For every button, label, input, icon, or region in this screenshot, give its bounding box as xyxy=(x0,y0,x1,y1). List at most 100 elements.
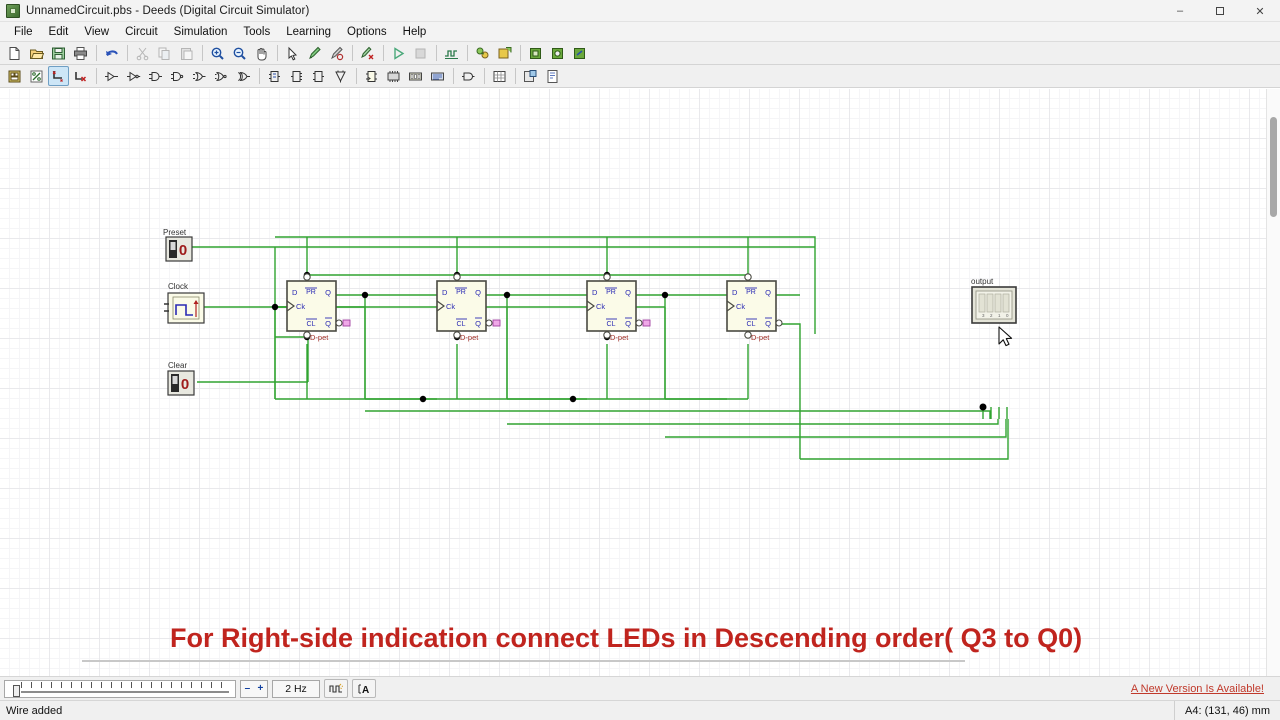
percent-tool-icon[interactable] xyxy=(26,66,47,86)
components-icon[interactable] xyxy=(472,43,493,63)
close-button[interactable]: ✕ xyxy=(1255,5,1265,18)
mux-icon[interactable] xyxy=(264,66,285,86)
flipflop-ff1[interactable]: D PR Q Ck CL Q D-pet xyxy=(286,273,351,342)
menu-learning[interactable]: Learning xyxy=(286,25,331,38)
probe-pen-icon[interactable] xyxy=(304,43,325,63)
ff1-pin-q: Q xyxy=(325,288,331,297)
counter-icon[interactable] xyxy=(405,66,426,86)
toolbar-separator xyxy=(436,45,437,61)
text-font-icon[interactable]: A xyxy=(352,679,376,698)
comparator-icon[interactable] xyxy=(330,66,351,86)
draw-wire-icon[interactable] xyxy=(48,66,69,86)
toolbar-separator xyxy=(515,68,516,84)
animate-icon[interactable] xyxy=(326,43,347,63)
menu-options[interactable]: Options xyxy=(347,25,387,38)
menu-tools[interactable]: Tools xyxy=(243,25,271,38)
flipflop-ff3[interactable]: D PR Q Ck CL Q D-pet xyxy=(586,273,651,342)
open-folder-icon[interactable] xyxy=(26,43,47,63)
preset-label: Preset xyxy=(163,228,187,237)
ff1-type-label: D-pet xyxy=(310,333,329,342)
timing-diagram-icon[interactable] xyxy=(441,43,462,63)
vertical-scrollbar[interactable] xyxy=(1266,89,1280,676)
copy-icon[interactable] xyxy=(154,43,175,63)
chip-export-icon[interactable] xyxy=(569,43,590,63)
grid-panel-icon[interactable] xyxy=(4,66,25,86)
ff4-pin-cl: CL xyxy=(747,321,756,328)
or-gate-icon[interactable] xyxy=(189,66,210,86)
new-version-link[interactable]: A New Version Is Available! xyxy=(1130,682,1264,695)
ff1-pin-pr: PR xyxy=(306,289,316,296)
clock-waveform-icon[interactable] xyxy=(324,679,348,698)
scrollbar-thumb[interactable] xyxy=(1270,117,1277,217)
decoder-icon[interactable] xyxy=(286,66,307,86)
nor-gate-icon[interactable] xyxy=(211,66,232,86)
frequency-increase-button[interactable]: + xyxy=(257,683,264,694)
chip-settings-icon[interactable] xyxy=(547,43,568,63)
print-icon[interactable] xyxy=(70,43,91,63)
demux-icon[interactable] xyxy=(308,66,329,86)
menu-help[interactable]: Help xyxy=(402,25,427,38)
not-gate-icon[interactable] xyxy=(123,66,144,86)
ff1-pin-d: D xyxy=(292,288,298,297)
toolbar-separator xyxy=(277,45,278,61)
display-grid-icon[interactable] xyxy=(489,66,510,86)
circuit-schematic[interactable]: Preset 0 Clock Clear xyxy=(0,89,1280,676)
flipflop-ff4[interactable]: D PR Q Ck CL Q D-pet xyxy=(726,273,783,342)
output-led-bar[interactable]: output 3 2 1 0 xyxy=(971,277,1017,324)
toolbar-separator xyxy=(259,68,260,84)
paste-icon[interactable] xyxy=(176,43,197,63)
annotation-text: For Right-side indication connect LEDs i… xyxy=(170,623,1082,653)
buffer-gate-icon[interactable] xyxy=(101,66,122,86)
flipflop-ff2[interactable]: D PR Q Ck CL Q D-pet xyxy=(436,273,501,342)
zoom-out-icon[interactable] xyxy=(229,43,250,63)
ff3-pin-d: D xyxy=(592,288,598,297)
clock-speed-slider[interactable] xyxy=(4,679,236,698)
run-play-icon[interactable] xyxy=(388,43,409,63)
preset-value: 0 xyxy=(179,242,187,259)
menu-simulation[interactable]: Simulation xyxy=(173,25,228,38)
svg-text:A: A xyxy=(362,685,369,695)
ff4-pin-d: D xyxy=(732,288,738,297)
clock-generator[interactable]: Clock xyxy=(164,282,205,324)
pan-hand-icon[interactable] xyxy=(251,43,272,63)
toolbar-separator xyxy=(484,68,485,84)
cut-scissors-icon[interactable] xyxy=(132,43,153,63)
status-message: Wire added xyxy=(6,704,63,717)
select-arrow-icon[interactable] xyxy=(282,43,303,63)
stop-icon[interactable] xyxy=(410,43,431,63)
and-gate-icon[interactable] xyxy=(145,66,166,86)
undo-arrow-icon[interactable] xyxy=(101,43,122,63)
menu-edit[interactable]: Edit xyxy=(48,25,69,38)
memory-icon[interactable] xyxy=(427,66,448,86)
nand-gate-icon[interactable] xyxy=(167,66,188,86)
flipflop-icon[interactable] xyxy=(361,66,382,86)
menu-file[interactable]: File xyxy=(14,25,33,38)
documentation-icon[interactable] xyxy=(542,66,563,86)
clear-switch[interactable]: Clear 0 xyxy=(167,361,195,396)
frequency-stepper[interactable]: – + xyxy=(240,679,268,698)
new-file-icon[interactable] xyxy=(4,43,25,63)
minimize-button[interactable]: – xyxy=(1176,5,1184,17)
ff3-pin-ck: Ck xyxy=(596,302,605,311)
save-disk-icon[interactable] xyxy=(48,43,69,63)
preset-switch[interactable]: Preset 0 xyxy=(163,228,193,262)
slider-track xyxy=(21,690,229,693)
xor-gate-icon[interactable] xyxy=(233,66,254,86)
chip-green-icon[interactable] xyxy=(525,43,546,63)
components-toolbar xyxy=(0,65,1280,88)
add-component-icon[interactable] xyxy=(494,43,515,63)
menu-circuit[interactable]: Circuit xyxy=(125,25,158,38)
register-icon[interactable] xyxy=(383,66,404,86)
schematic-canvas-area[interactable]: Preset 0 Clock Clear xyxy=(0,88,1280,676)
subcircuit-icon[interactable] xyxy=(520,66,541,86)
main-toolbar xyxy=(0,42,1280,65)
slider-knob[interactable] xyxy=(13,684,20,697)
zoom-in-icon[interactable] xyxy=(207,43,228,63)
delete-wire-icon[interactable] xyxy=(70,66,91,86)
output-pin-icon[interactable] xyxy=(458,66,479,86)
clear-probe-icon[interactable] xyxy=(357,43,378,63)
menu-view[interactable]: View xyxy=(84,25,110,38)
frequency-decrease-button[interactable]: – xyxy=(244,683,251,694)
title-bar: UnnamedCircuit.pbs - Deeds (Digital Circ… xyxy=(0,0,1280,22)
maximize-button[interactable] xyxy=(1200,0,1240,22)
